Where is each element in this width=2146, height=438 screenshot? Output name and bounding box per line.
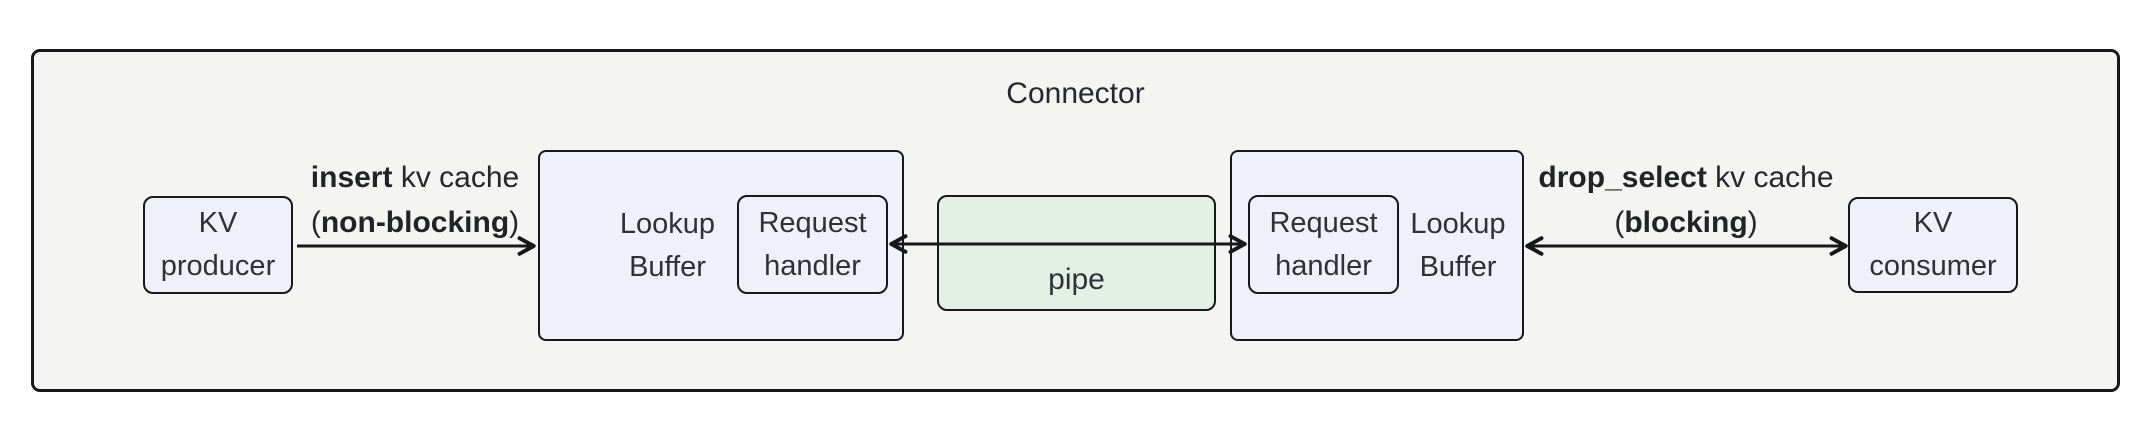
- lookup-buffer-right-label: Lookup Buffer: [1383, 152, 1533, 339]
- drop-select-edge-label-line1: drop_select kv cache: [1536, 155, 1836, 200]
- kv-consumer-label-line1: KV: [1913, 207, 1953, 239]
- pipe-label: pipe: [1048, 263, 1105, 296]
- drop-select-mode: blocking: [1624, 206, 1748, 239]
- insert-mode: non-blocking: [320, 206, 510, 239]
- drop-select-edge-label-line2: (blocking): [1536, 200, 1836, 245]
- request-handler-left-label-line1: Request: [758, 206, 867, 239]
- drop-select-paren-open: (: [1614, 206, 1625, 239]
- kv-producer-label-line1: KV: [198, 207, 238, 239]
- insert-paren-close: ): [509, 206, 520, 239]
- pipe-node: pipe: [937, 195, 1216, 311]
- insert-edge-label: insert kv cache (non-blocking): [265, 155, 565, 245]
- kv-consumer-label-line2: consumer: [1869, 250, 1997, 282]
- insert-edge-label-line2: (non-blocking): [265, 200, 565, 245]
- drop-select-rest: kv cache: [1706, 161, 1834, 194]
- drop-select-edge-label: drop_select kv cache (blocking): [1536, 155, 1836, 245]
- lookup-buffer-right-label-line1: Lookup: [1410, 207, 1506, 240]
- request-handler-right-node: Request handler: [1248, 195, 1399, 294]
- connector-title: Connector: [1006, 77, 1145, 110]
- lookup-buffer-left-label-line1: Lookup: [619, 207, 716, 240]
- kv-producer-label-line2: producer: [160, 250, 276, 282]
- drop-select-keyword: drop_select: [1538, 161, 1707, 194]
- request-handler-right-label-line2: handler: [1275, 249, 1372, 282]
- insert-paren-open: (: [310, 206, 321, 239]
- request-handler-left-label-line2: handler: [764, 249, 861, 282]
- insert-keyword: insert: [310, 161, 393, 194]
- drop-select-paren-close: ): [1747, 206, 1758, 239]
- lookup-buffer-left-node: Lookup Buffer Request handler: [538, 150, 904, 341]
- lookup-buffer-right-node: Request handler Lookup Buffer: [1230, 150, 1524, 341]
- lookup-buffer-left-label: Lookup Buffer: [575, 152, 760, 339]
- kv-producer-node: KV producer: [143, 196, 293, 294]
- request-handler-left-node: Request handler: [737, 195, 888, 294]
- request-handler-right-label-line1: Request: [1269, 206, 1378, 239]
- kv-consumer-node: KV consumer: [1848, 197, 2018, 293]
- lookup-buffer-right-label-line2: Buffer: [1419, 250, 1497, 283]
- insert-edge-label-line1: insert kv cache: [265, 155, 565, 200]
- lookup-buffer-left-label-line2: Buffer: [629, 250, 706, 283]
- insert-rest: kv cache: [392, 161, 520, 194]
